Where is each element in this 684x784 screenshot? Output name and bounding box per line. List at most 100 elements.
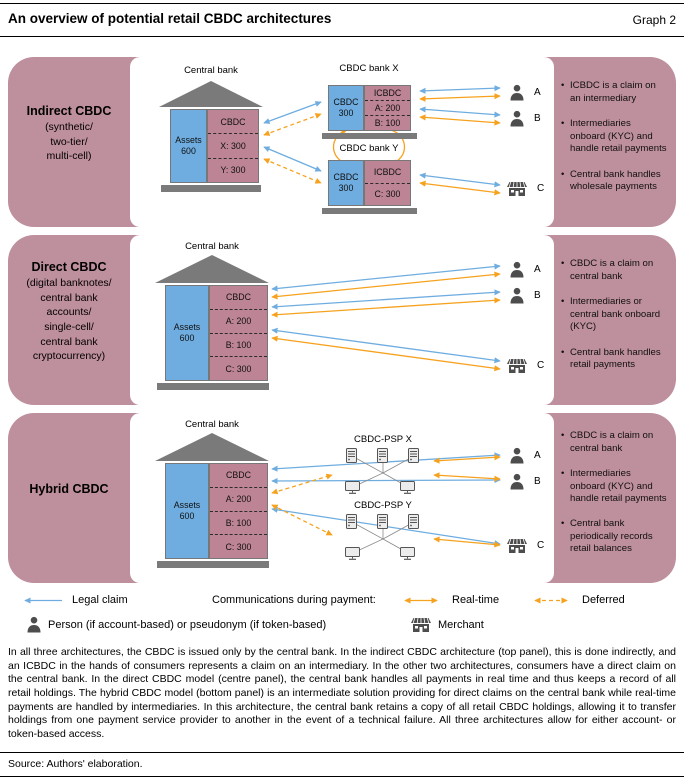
- deferred-arrow-cb-banky: [263, 158, 322, 184]
- liability-row: C: 300: [210, 534, 267, 558]
- bank-base: [157, 383, 269, 390]
- computer-monitor-icon: [400, 547, 415, 560]
- person-icon: [510, 110, 524, 127]
- central-bank-assets-box: Assets 600: [170, 109, 207, 183]
- icbdc-row: B: 100: [365, 115, 410, 130]
- liability-row: A: 200: [210, 308, 267, 333]
- merchant-shop-icon: [411, 617, 431, 632]
- server-icon: [408, 448, 419, 463]
- footnote-rule: [0, 752, 684, 753]
- note-text: CBDC is a claim on central bank: [570, 258, 654, 282]
- actor-person-b: B: [509, 110, 541, 127]
- computer-monitor-icon: [345, 547, 360, 560]
- bank-y-cbdc-box: CBDC 300: [328, 160, 364, 206]
- actor-person-b: B: [509, 473, 541, 490]
- legal-claim-arrow-cb-c: [271, 327, 501, 364]
- cbdc-bank-y-label: CBDC bank Y: [339, 143, 399, 154]
- legal-claim-arrow-cb-bankx: [263, 101, 322, 124]
- actor-label: B: [534, 290, 541, 301]
- assets-value: 600: [181, 146, 196, 156]
- panel-title-block: Direct CBDC (digital banknotes/ central …: [8, 235, 130, 405]
- panel-title-block: Hybrid CBDC: [8, 413, 130, 583]
- server-icon: [377, 448, 388, 463]
- merchant-shop-icon: [507, 538, 527, 553]
- realtime-arrow-cb-b: [271, 297, 501, 318]
- actor-person-a: A: [509, 84, 541, 101]
- actor-label: C: [537, 540, 545, 551]
- psp-y-server-cluster: [336, 513, 430, 563]
- server-icon: [346, 448, 357, 463]
- actor-label: C: [537, 360, 545, 371]
- merchant-shop-icon: [507, 181, 527, 196]
- cbdc-bank-x-label: CBDC bank X: [339, 63, 399, 74]
- person-icon: [510, 261, 524, 278]
- panel-direct-cbdc: Direct CBDC (digital banknotes/ central …: [8, 235, 676, 405]
- computer-monitor-icon: [400, 481, 415, 494]
- note-text: Intermediaries onboard (KYC) and handle …: [570, 118, 667, 155]
- liability-row: Y: 300: [208, 157, 258, 182]
- realtime-arrow-banky-c: [419, 180, 501, 196]
- icbdc-header: ICBDC: [373, 88, 402, 98]
- central-bank-label: Central bank: [184, 65, 238, 76]
- legal-claim-arrow-cb-banky: [263, 146, 322, 172]
- actor-label: A: [534, 264, 541, 275]
- central-bank-liabilities-box: CBDC A: 200 B: 100 C: 300: [209, 285, 268, 381]
- panel-indirect-cbdc: Indirect CBDC (synthetic/ two-tier/ mult…: [8, 57, 676, 227]
- liability-row: A: 200: [210, 486, 267, 511]
- legend-legal-claim-label: Legal claim: [72, 594, 128, 606]
- note-text: Central bank handles wholesale payments: [570, 168, 661, 193]
- legal-claim-arrow-icon: [24, 597, 62, 604]
- person-icon: [510, 287, 524, 304]
- assets-label: Assets: [175, 135, 202, 146]
- legend-deferred-label: Deferred: [582, 594, 625, 606]
- liability-row: B: 100: [210, 332, 267, 357]
- liability-header: CBDC: [226, 292, 251, 303]
- note-item: CBDC is a claim on central bank: [561, 430, 667, 455]
- actor-label: B: [534, 113, 541, 124]
- liability-row: B: 100: [210, 510, 267, 535]
- icbdc-header: ICBDC: [373, 166, 402, 177]
- actor-person-a: A: [509, 447, 541, 464]
- bank-base: [322, 133, 417, 139]
- realtime-arrow-icon: [404, 597, 438, 604]
- actor-person-b: B: [509, 287, 541, 304]
- note-text: Intermediaries or central bank onboard (…: [570, 296, 661, 333]
- psp-x-server-cluster: [336, 447, 430, 497]
- note-item: Intermediaries or central bank onboard (…: [561, 296, 667, 333]
- cbdc-label: CBDC: [333, 97, 359, 108]
- actor-person-a: A: [509, 261, 541, 278]
- psp-y-label: CBDC-PSP Y: [354, 500, 412, 511]
- bank-x-cbdc-box: CBDC 300: [328, 85, 364, 131]
- panel-subtitle-line: central bank: [40, 291, 98, 304]
- central-bank-label: Central bank: [185, 419, 239, 430]
- central-bank-label: Central bank: [185, 241, 239, 252]
- legal-claim-arrow-bankx-a: [419, 85, 501, 94]
- central-bank-assets-box: Assets 600: [165, 463, 209, 559]
- legend-realtime-label: Real-time: [452, 594, 500, 606]
- realtime-arrow-pspy-c: [433, 536, 501, 548]
- panel-subtitle-line: central bank: [40, 335, 98, 348]
- central-bank-liabilities-box: CBDC A: 200 B: 100 C: 300: [209, 463, 268, 559]
- actor-merchant-c: C: [506, 357, 544, 374]
- deferred-arrow-cb-bankx: [263, 113, 322, 136]
- payment-arrows-layer: [271, 263, 501, 372]
- computer-monitor-icon: [345, 481, 360, 494]
- bank-x-icbdc-box: ICBDC A: 200 B: 100: [364, 85, 411, 131]
- cbdc-value: 300: [338, 183, 354, 193]
- realtime-arrow-pspx-b: [433, 472, 501, 482]
- actor-label: B: [534, 476, 541, 487]
- bank-base: [322, 208, 417, 214]
- panel-title: Direct CBDC: [31, 259, 107, 274]
- panel-title: Hybrid CBDC: [29, 482, 109, 496]
- bank-building-icon: [155, 255, 269, 283]
- bank-y-icbdc-box: ICBDC C: 300: [364, 160, 411, 206]
- server-icon: [408, 514, 419, 529]
- assets-label: Assets: [173, 500, 201, 511]
- person-icon: [510, 473, 524, 490]
- legend-merchant-label: Merchant: [438, 619, 484, 631]
- realtime-arrow-cb-c: [271, 335, 501, 372]
- bottom-rule: [0, 776, 684, 777]
- panel-subtitle-line: accounts/: [46, 306, 92, 319]
- liability-header: CBDC: [220, 116, 246, 127]
